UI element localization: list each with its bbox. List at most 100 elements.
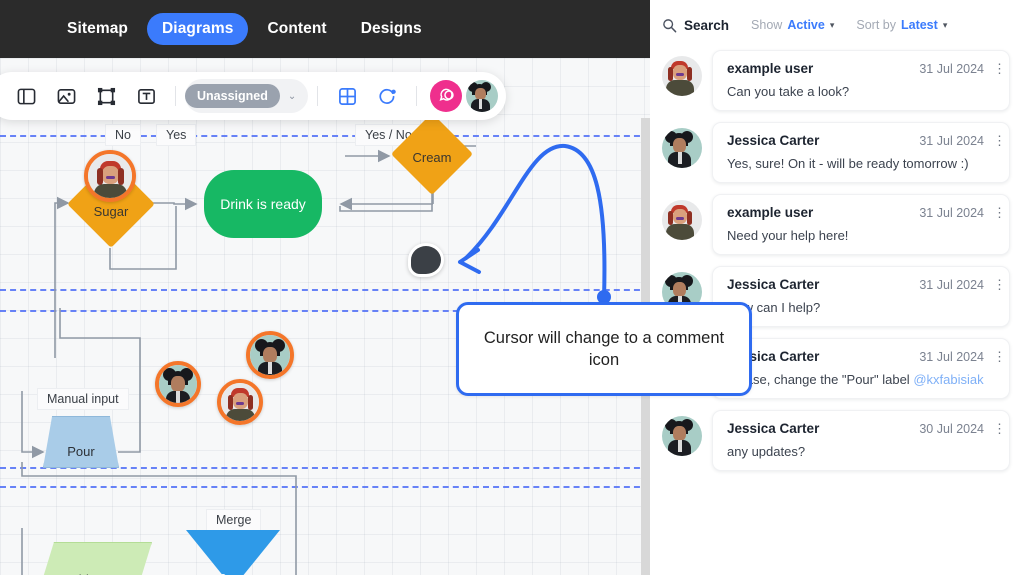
show-filter[interactable]: Show Active ▾: [751, 18, 834, 32]
comment-body: Need your help here!: [727, 228, 849, 243]
comment-card[interactable]: Jessica Carter 31 Jul 2024 ⋮ Please, cha…: [712, 338, 1010, 399]
avatar-jessica-carter: [250, 335, 290, 375]
chevron-down-icon: ⌄: [287, 90, 297, 102]
comment-card[interactable]: example user 31 Jul 2024 ⋮ Can you take …: [712, 50, 1010, 111]
diagram-node-drink-is-ready[interactable]: Drink is ready: [204, 170, 322, 238]
sort-filter-label: Sort by: [856, 18, 896, 32]
avatar-example-user: [88, 154, 132, 198]
annotation-callout: Cursor will change to a comment icon: [456, 302, 752, 396]
avatar: [662, 416, 702, 456]
comment-menu-icon[interactable]: ⋮: [993, 277, 1006, 292]
comment-card[interactable]: Jessica Carter 31 Jul 2024 ⋮ Yes, sure! …: [712, 122, 1010, 183]
comment-menu-icon[interactable]: ⋮: [993, 61, 1006, 76]
canvas-label-manual-input[interactable]: Manual input: [37, 388, 129, 410]
comment-header: example user 31 Jul 2024 ⋮: [727, 61, 1006, 76]
comment-header: Jessica Carter 31 Jul 2024 ⋮: [727, 133, 1006, 148]
comment-item[interactable]: example user 31 Jul 2024 ⋮ Need your hel…: [662, 194, 1010, 255]
avatar-jessica-carter: [662, 128, 702, 168]
comments-panel-header: Search Show Active ▾ Sort by Latest ▾: [650, 0, 1024, 50]
toolbar-divider: [175, 86, 176, 106]
comment-mention[interactable]: @kxfabisiak: [913, 372, 984, 387]
image-icon[interactable]: [49, 79, 83, 113]
canvas-avatar-marker[interactable]: [84, 150, 136, 202]
canvas-avatar-marker[interactable]: [217, 379, 263, 425]
avatar: [662, 200, 702, 240]
comment-body: How can I help?: [727, 300, 821, 315]
canvas-label-yes[interactable]: Yes: [156, 124, 197, 146]
comment-menu-icon[interactable]: ⋮: [993, 133, 1006, 148]
chevron-down-icon: ▾: [829, 19, 835, 30]
shape-nodes-icon[interactable]: [89, 79, 123, 113]
comment-body: Can you take a look?: [727, 84, 850, 99]
comment-date: 31 Jul 2024: [919, 205, 984, 220]
toolbar-divider: [317, 86, 319, 106]
comment-author: Jessica Carter: [727, 349, 820, 364]
nav-item-diagrams[interactable]: Diagrams: [147, 13, 249, 45]
nav-item-sitemap[interactable]: Sitemap: [67, 20, 128, 37]
show-filter-label: Show: [751, 18, 783, 32]
grid-icon[interactable]: [330, 79, 364, 113]
comments-panel: Search Show Active ▾ Sort by Latest ▾: [650, 0, 1024, 575]
comment-item[interactable]: example user 31 Jul 2024 ⋮ Can you take …: [662, 50, 1010, 111]
comment-item[interactable]: Jessica Carter 30 Jul 2024 ⋮ any updates…: [662, 410, 1010, 471]
comment-header: Jessica Carter 30 Jul 2024 ⋮: [727, 421, 1006, 436]
assignee-value: Unassigned: [185, 84, 280, 108]
alignment-guide: [0, 486, 650, 488]
canvas-avatar-marker[interactable]: [246, 331, 294, 379]
comment-date: 30 Jul 2024: [919, 421, 984, 436]
comment-date: 31 Jul 2024: [919, 349, 984, 364]
search-control[interactable]: Search: [662, 18, 729, 33]
nav-item-content[interactable]: Content: [267, 20, 327, 37]
refresh-icon[interactable]: [370, 79, 404, 113]
show-filter-value: Active: [787, 18, 825, 32]
avatar: [662, 56, 702, 96]
comment-card[interactable]: Jessica Carter 30 Jul 2024 ⋮ any updates…: [712, 410, 1010, 471]
comment-header: Jessica Carter 31 Jul 2024 ⋮: [727, 277, 1006, 292]
comment-card[interactable]: Jessica Carter 31 Jul 2024 ⋮ How can I h…: [712, 266, 1010, 327]
comment-menu-icon[interactable]: ⋮: [993, 349, 1006, 364]
canvas-avatar-marker[interactable]: [155, 361, 201, 407]
sort-filter[interactable]: Sort by Latest ▾: [856, 18, 947, 32]
comment-body-text: Please, change the "Pour" label: [727, 372, 910, 387]
comment-body: Please, change the "Pour" label @kxfabis…: [727, 372, 997, 387]
sort-filter-value: Latest: [900, 18, 938, 32]
comment-body: any updates?: [727, 444, 806, 459]
avatar-jessica-carter: [159, 365, 197, 403]
comment-author: example user: [727, 205, 814, 220]
canvas-label-merge[interactable]: Merge: [206, 509, 262, 531]
user-avatar[interactable]: [466, 80, 499, 112]
diagram-node-cream-label: Cream: [412, 150, 452, 165]
comment-menu-icon[interactable]: ⋮: [993, 421, 1006, 436]
toolbar-divider: [416, 86, 418, 106]
comment-bubble-icon[interactable]: [430, 80, 463, 112]
assignee-dropdown[interactable]: Unassigned ⌄: [185, 79, 309, 113]
layout-panel-icon[interactable]: [9, 79, 43, 113]
search-label: Search: [684, 17, 730, 33]
text-icon[interactable]: [129, 79, 163, 113]
avatar-example-user: [221, 383, 259, 421]
annotation-callout-text: Cursor will change to a comment icon: [483, 328, 725, 369]
comment-author: Jessica Carter: [727, 133, 820, 148]
comment-header: Jessica Carter 31 Jul 2024 ⋮: [727, 349, 1006, 364]
canvas-label-no[interactable]: No: [105, 124, 141, 146]
comment-card[interactable]: example user 31 Jul 2024 ⋮ Need your hel…: [712, 194, 1010, 255]
comment-item[interactable]: Jessica Carter 31 Jul 2024 ⋮ Yes, sure! …: [662, 122, 1010, 183]
avatar-jessica-carter: [662, 416, 702, 456]
alignment-guide: [0, 467, 650, 469]
diagram-node-pour[interactable]: Pour: [43, 416, 119, 468]
comment-menu-icon[interactable]: ⋮: [993, 205, 1006, 220]
alignment-guide: [0, 310, 650, 312]
avatar: [662, 128, 702, 168]
comment-body: Yes, sure! On it - will be ready tomorro…: [727, 156, 969, 171]
diagram-node-add-water[interactable]: Add water: [38, 542, 152, 575]
search-icon: [663, 18, 677, 32]
alignment-guide: [0, 135, 650, 137]
comment-pin-bubble[interactable]: [408, 243, 444, 277]
chevron-down-icon: ▾: [942, 19, 948, 30]
comment-author: Jessica Carter: [727, 277, 820, 292]
comment-author: Jessica Carter: [727, 421, 820, 436]
comment-date: 31 Jul 2024: [919, 277, 984, 292]
comment-header: example user 31 Jul 2024 ⋮: [727, 205, 1006, 220]
nav-item-designs[interactable]: Designs: [360, 20, 422, 37]
